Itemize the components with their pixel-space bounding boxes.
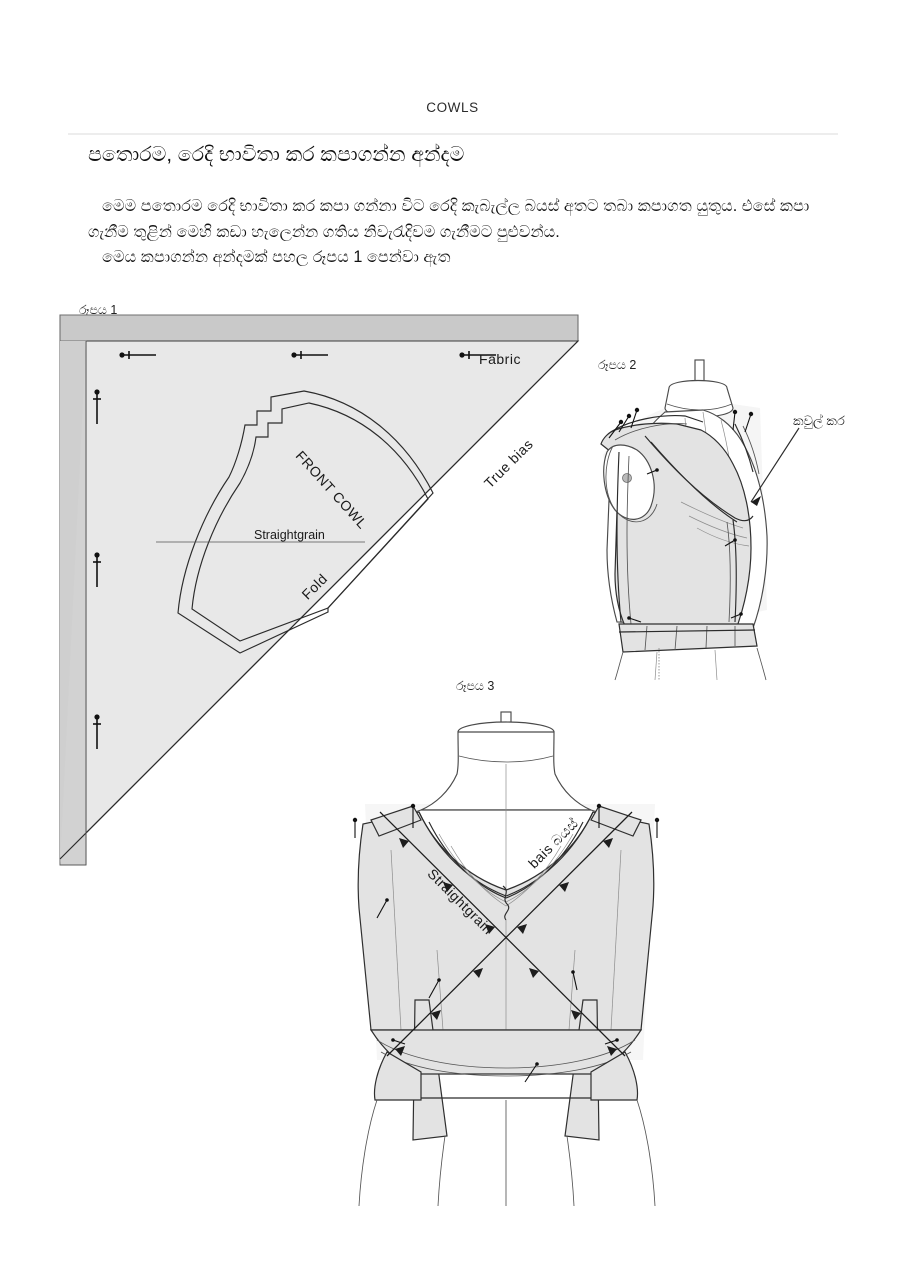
pin-marks-top — [119, 351, 496, 359]
running-head: COWLS — [426, 100, 479, 115]
pattern-piece-seamline — [191, 402, 429, 642]
waistband-3 — [369, 1029, 643, 1101]
form-stand — [614, 647, 767, 681]
straightgrain-label: Straightgrain — [254, 528, 325, 542]
pattern-piece-cutline — [177, 390, 434, 654]
cowl-bodice — [600, 415, 760, 633]
figure-1-fabric-layout: Fabric True bias FRONT COWL Straightgrai… — [59, 314, 580, 866]
form-stand-3 — [358, 1099, 656, 1207]
paragraph-2: මෙය කපාගන්න අන්දමක් පහල රූපය 1 පෙන්වා ඇත — [102, 248, 451, 266]
pin-marks-left — [93, 389, 101, 749]
true-bias-label: True bias — [481, 436, 536, 491]
figure-1-caption: රූපය 1 — [79, 303, 118, 317]
pin-marks-fig2 — [608, 407, 754, 623]
page-title: පතොරම, රෙදි භාවිතා කර කපාගන්න අන්දම — [88, 143, 465, 166]
figure-2-side-view — [600, 359, 800, 681]
cowl-back-garment — [357, 805, 655, 1031]
figure-3-caption: රූපය 3 — [456, 679, 495, 693]
waistband — [618, 623, 758, 653]
grain-arrows — [379, 811, 633, 1057]
figure-3-back-view: Straightgrain — [352, 711, 660, 1207]
fabric-label: Fabric — [479, 351, 521, 367]
paragraph-1: මෙම පතොරම රෙදි භාවිතා කර කපා ගන්නා විට ර… — [88, 197, 810, 241]
figure-2-caption: රූපය 2 — [598, 358, 637, 372]
cowl-neck-leader — [750, 427, 800, 506]
bias-diagonal — [59, 340, 579, 860]
pin-marks-fig3 — [352, 803, 660, 1083]
header-divider — [68, 133, 838, 135]
body-copy: මෙම පතොරම රෙදි භාවිතා කර කපා ගන්නා විට ර… — [88, 194, 818, 271]
cowl-neck-label: කවුල් කර — [793, 413, 845, 428]
